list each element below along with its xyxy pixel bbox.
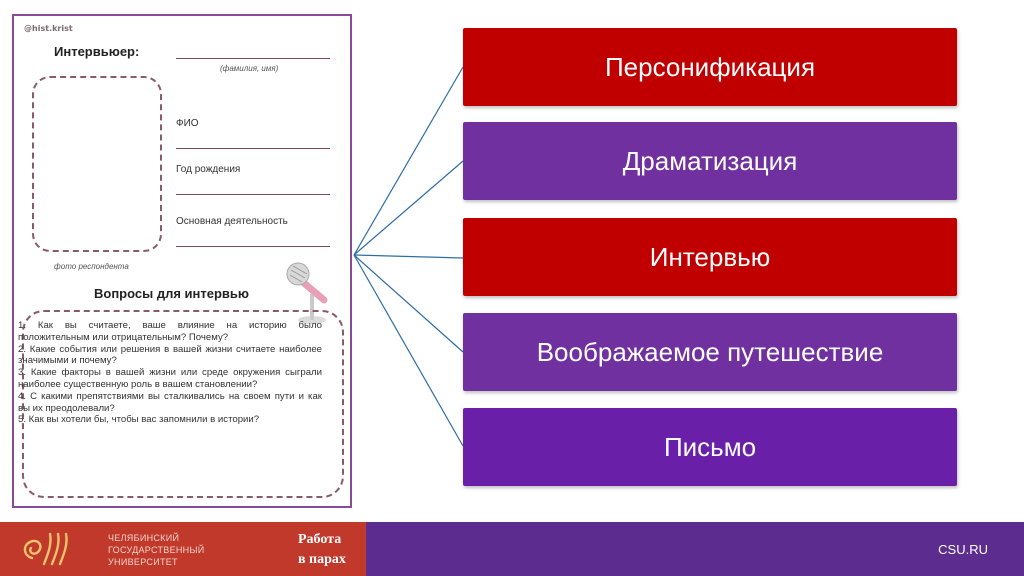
university-name-line: ГОСУДАРСТВЕННЫЙ xyxy=(108,545,205,555)
questions-frame xyxy=(22,310,344,498)
field-line-birth-year xyxy=(176,194,330,195)
footer-bar: ЧЕЛЯБИНСКИЙ ГОСУДАРСТВЕННЫЙ УНИВЕРСИТЕТ … xyxy=(0,522,1024,576)
university-name: ЧЕЛЯБИНСКИЙ ГОСУДАРСТВЕННЫЙ УНИВЕРСИТЕТ xyxy=(108,532,205,568)
footer-brand-panel: ЧЕЛЯБИНСКИЙ ГОСУДАРСТВЕННЫЙ УНИВЕРСИТЕТ … xyxy=(0,522,366,576)
microphone-icon xyxy=(286,262,328,324)
question-item: 1. Как вы считаете, ваше влияние на исто… xyxy=(18,320,322,343)
pair-work-line: в парах xyxy=(298,552,346,567)
author-handle: @hist.krist xyxy=(24,24,73,33)
question-item: 4. С какими препятствиями вы сталкивалис… xyxy=(18,390,322,414)
interviewer-name-line xyxy=(176,58,330,59)
field-line-fio xyxy=(176,148,330,149)
topic-dramatization: Драматизация xyxy=(463,122,957,200)
topic-letter: Письмо xyxy=(463,408,957,486)
connector-line xyxy=(353,254,464,259)
field-line-occupation xyxy=(176,246,330,247)
topic-personification: Персонификация xyxy=(463,28,957,106)
question-item: 2. Какие события или решения в вашей жиз… xyxy=(18,343,322,367)
university-name-line: ЧЕЛЯБИНСКИЙ xyxy=(108,533,180,543)
interviewer-label: Интервьюер: xyxy=(54,44,140,59)
university-logo-icon xyxy=(23,532,68,566)
topic-label: Воображаемое путешествие xyxy=(536,336,884,367)
interview-worksheet: @hist.krist Интервьюер: (фамилия, имя) ф… xyxy=(12,14,352,508)
university-name-line: УНИВЕРСИТЕТ xyxy=(108,557,178,567)
name-hint: (фамилия, имя) xyxy=(220,64,279,73)
pair-work-label: Работа в парах xyxy=(298,530,346,570)
field-label-birth-year: Год рождения xyxy=(176,164,241,175)
connector-line xyxy=(353,160,464,256)
connector-line xyxy=(353,66,464,256)
field-label-occupation: Основная деятельность xyxy=(176,216,288,227)
questions-list: 1. Как вы считаете, ваше влияние на исто… xyxy=(18,320,322,426)
photo-caption: фото респондента xyxy=(54,262,129,271)
topic-label: Письмо xyxy=(663,431,757,462)
topic-label: Драматизация xyxy=(622,145,798,176)
question-item: 3. Какие факторы в вашей жизни или среде… xyxy=(18,367,322,390)
topic-label: Персонификация xyxy=(604,51,816,82)
connector-line xyxy=(353,254,464,353)
question-item: 5. Как вы хотели бы, чтобы вас запомнили… xyxy=(18,414,260,426)
field-label-fio: ФИО xyxy=(176,118,199,129)
questions-title: Вопросы для интервью xyxy=(94,286,250,301)
site-link[interactable]: CSU.RU xyxy=(938,542,988,557)
connector-line xyxy=(353,254,464,447)
topic-label: Интервью xyxy=(649,241,771,272)
photo-frame xyxy=(32,76,162,252)
topic-interview: Интервью xyxy=(463,218,957,296)
pair-work-line: Работа xyxy=(298,532,342,547)
topic-imaginary-journey: Воображаемое путешествие xyxy=(463,313,957,391)
